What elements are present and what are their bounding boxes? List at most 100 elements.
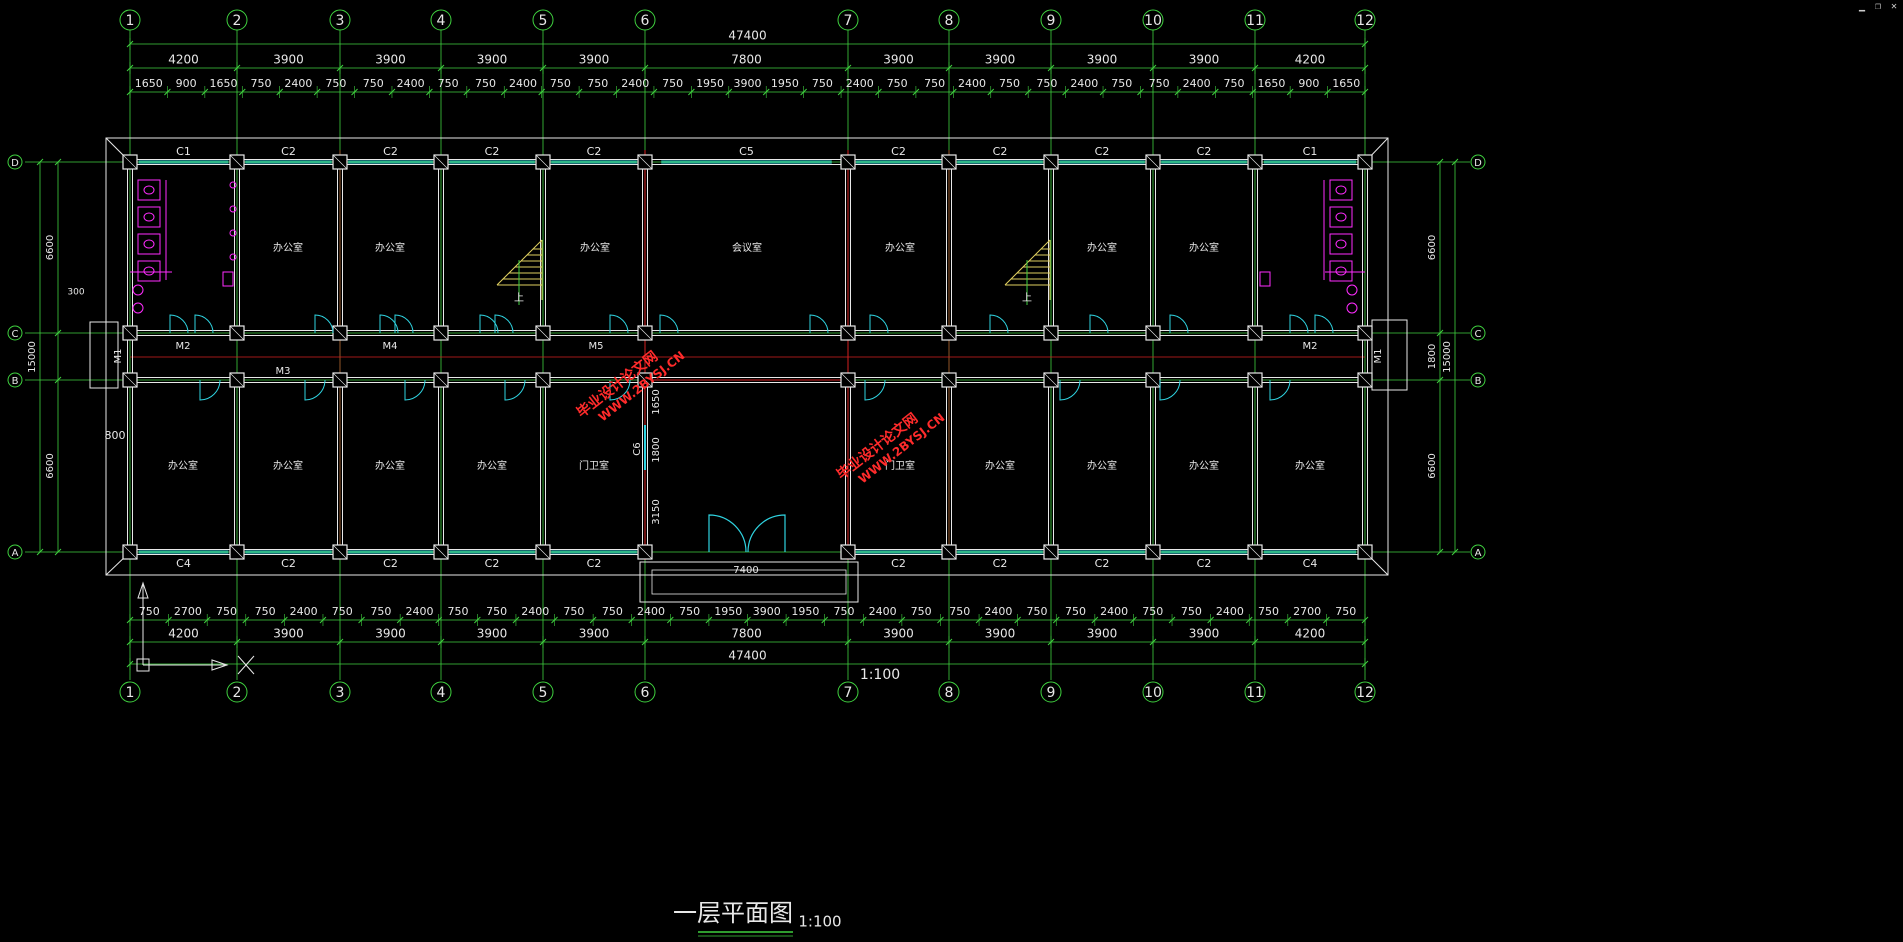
room-label: 办公室: [580, 241, 610, 254]
dimension-label: 2400: [1070, 77, 1098, 90]
door-swing: [169, 314, 189, 334]
entrance-steps: [651, 569, 847, 595]
column-hatch: [122, 544, 138, 560]
door-swing: [659, 314, 679, 334]
dimension-label: 750: [325, 77, 346, 90]
floor-drain: [1346, 302, 1358, 314]
dimension-label: 6600: [45, 235, 56, 260]
door-swing: [609, 314, 629, 334]
column-hatch: [1145, 372, 1161, 388]
dimension-label: 3900: [734, 77, 762, 90]
dimension-tick: [54, 158, 62, 166]
wash-basin: [229, 253, 237, 261]
dimension-label: 750: [1181, 605, 1202, 618]
column-hatch: [637, 544, 653, 560]
column-hatch: [1145, 544, 1161, 560]
axis-bubble-5: [532, 681, 554, 703]
step-dim: 300: [67, 288, 84, 298]
dimension-label: 2400: [846, 77, 874, 90]
axis-label-11: 11: [1246, 685, 1264, 701]
axis-bubble-7: [837, 9, 859, 31]
axis-label-A: A: [12, 548, 19, 559]
dimension-label: 750: [255, 605, 276, 618]
dimension-label: 2400: [509, 77, 537, 90]
dimension-tick: [36, 548, 44, 556]
dim-800: 800: [105, 429, 126, 442]
column-hatch: [122, 372, 138, 388]
room-label: 办公室: [273, 459, 303, 472]
wash-basin: [229, 205, 237, 213]
dimension-label: 3900: [273, 627, 304, 641]
axis-label-3: 3: [336, 13, 345, 29]
floor-drain: [132, 284, 144, 296]
ucs-arrow: [211, 659, 229, 671]
column-hatch: [229, 544, 245, 560]
door-swing: [609, 379, 631, 401]
axis-label-B: B: [1475, 376, 1482, 387]
axis-bubble-2: [226, 9, 248, 31]
room-label: 办公室: [1087, 459, 1117, 472]
axis-label-9: 9: [1047, 685, 1056, 701]
west-entrance: [89, 321, 119, 389]
column-hatch: [535, 544, 551, 560]
axis-bubble-A: [1470, 544, 1486, 560]
mop-sink: [1259, 271, 1271, 287]
window-tag-C2: C2: [485, 557, 500, 570]
axis-bubble-B: [7, 372, 23, 388]
dimension-tick: [1436, 548, 1444, 556]
window-tag-C2: C2: [1095, 557, 1110, 570]
close-icon[interactable]: ✕: [1890, 1, 1898, 12]
minimize-icon[interactable]: ▁: [1858, 1, 1866, 12]
window-tag-C2: C2: [383, 145, 398, 158]
axis-label-D: D: [11, 158, 19, 169]
mop-sink: [1259, 271, 1271, 287]
dimension-label: 47400: [728, 29, 766, 43]
room-label: 办公室: [477, 459, 507, 472]
dimension-label: 2400: [958, 77, 986, 90]
axis-bubble-12: [1354, 681, 1376, 703]
dimension-label: 3900: [985, 627, 1016, 641]
room-label: 办公室: [375, 459, 405, 472]
dimension-tick: [1436, 158, 1444, 166]
dimension-label: 3900: [1087, 53, 1118, 67]
column-hatch: [637, 154, 653, 170]
window-tag-C2: C2: [587, 145, 602, 158]
door-swing: [404, 379, 426, 401]
window-tag-C2: C2: [281, 145, 296, 158]
column-hatch: [535, 372, 551, 388]
dimension-tick: [54, 329, 62, 337]
door-swing: [194, 314, 214, 334]
axis-bubble-A: [7, 544, 23, 560]
dimension-label: 1950: [696, 77, 724, 90]
column-hatch: [1043, 372, 1059, 388]
column-hatch: [1357, 544, 1373, 560]
window-tag-C2: C2: [281, 557, 296, 570]
axis-bubble-9: [1040, 9, 1062, 31]
axis-bubble-5: [532, 9, 554, 31]
dimension-label: 750: [216, 605, 237, 618]
floor-drain: [1346, 284, 1358, 296]
axis-bubble-2: [226, 681, 248, 703]
column-hatch: [332, 154, 348, 170]
door-swing: [479, 314, 499, 334]
column-hatch: [433, 154, 449, 170]
column-hatch: [840, 544, 856, 560]
restore-icon[interactable]: ❐: [1874, 1, 1882, 12]
dimension-label: 750: [438, 77, 459, 90]
toilet-fixture: [1335, 212, 1347, 222]
axis-label-1: 1: [126, 685, 135, 701]
dimension-label: 3900: [579, 53, 610, 67]
window-tag-C2: C2: [891, 557, 906, 570]
axis-label-4: 4: [437, 13, 446, 29]
dimension-label: 750: [486, 605, 507, 618]
door-swing: [494, 314, 514, 334]
axis-label-12: 12: [1356, 685, 1374, 701]
column-hatch: [332, 372, 348, 388]
column-hatch: [941, 372, 957, 388]
toilet-stall: [1329, 233, 1353, 255]
dimension-label: 6600: [1427, 453, 1438, 478]
column-hatch: [1357, 154, 1373, 170]
axis-label-A: A: [1475, 548, 1482, 559]
ucs-x-mark: [237, 655, 255, 675]
door-swing: [394, 314, 414, 334]
